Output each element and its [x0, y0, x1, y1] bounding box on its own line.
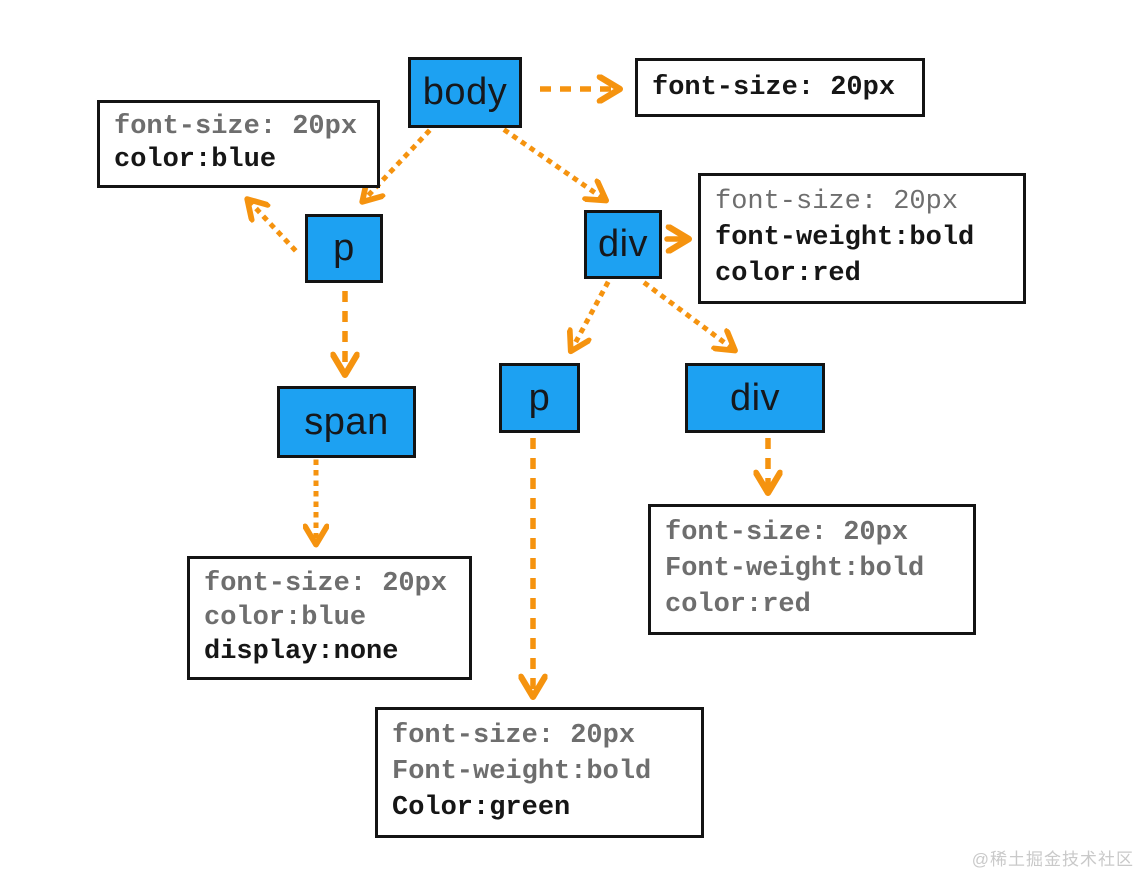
- style-line: font-weight:bold: [715, 223, 975, 253]
- style-box-div-level2: font-size: 20px Font-weight:bold color:r…: [648, 504, 976, 635]
- style-line: font-size: 20px: [715, 187, 959, 217]
- style-line: font-size: 20px: [204, 569, 448, 599]
- node-p-level2-label: p: [528, 376, 551, 419]
- style-line: Font-weight:bold: [665, 554, 925, 584]
- style-line: font-size: 20px: [652, 72, 896, 103]
- style-box-p-level1: font-size: 20px color:blue: [97, 100, 380, 188]
- watermark: @稀土掘金技术社区: [971, 850, 1134, 869]
- style-line: display:none: [204, 637, 399, 667]
- arrow-body-to-div1: [502, 127, 604, 199]
- style-line: color:blue: [204, 603, 367, 633]
- style-line: color:red: [715, 259, 861, 289]
- style-box-p-level2: font-size: 20px Font-weight:bold Color:g…: [375, 707, 704, 838]
- node-span-label: span: [304, 400, 389, 443]
- style-box-span: font-size: 20px color:blue display:none: [187, 556, 472, 680]
- node-p-level1-label: p: [333, 227, 355, 269]
- node-p-level1: p: [305, 214, 383, 283]
- arrow-p1-to-p1-styles: [249, 201, 298, 253]
- node-span: span: [277, 386, 416, 458]
- node-div-level1-label: div: [597, 223, 649, 265]
- arrow-div1-to-p2: [572, 280, 611, 349]
- style-box-body: font-size: 20px: [635, 58, 925, 117]
- style-line: Font-weight:bold: [392, 757, 652, 787]
- style-line: font-size: 20px: [392, 721, 636, 751]
- style-line: color:red: [665, 590, 811, 620]
- node-div-level2: div: [685, 363, 825, 433]
- style-line: Color:green: [392, 793, 571, 823]
- style-line: color:blue: [114, 145, 277, 175]
- style-line: font-size: 20px: [114, 112, 358, 142]
- node-body: body: [408, 57, 522, 128]
- style-line: font-size: 20px: [665, 518, 909, 548]
- node-div-level2-label: div: [729, 376, 781, 419]
- node-div-level1: div: [584, 210, 662, 279]
- node-body-label: body: [422, 71, 508, 113]
- style-box-div-level1: font-size: 20px font-weight:bold color:r…: [698, 173, 1026, 304]
- node-p-level2: p: [499, 363, 580, 433]
